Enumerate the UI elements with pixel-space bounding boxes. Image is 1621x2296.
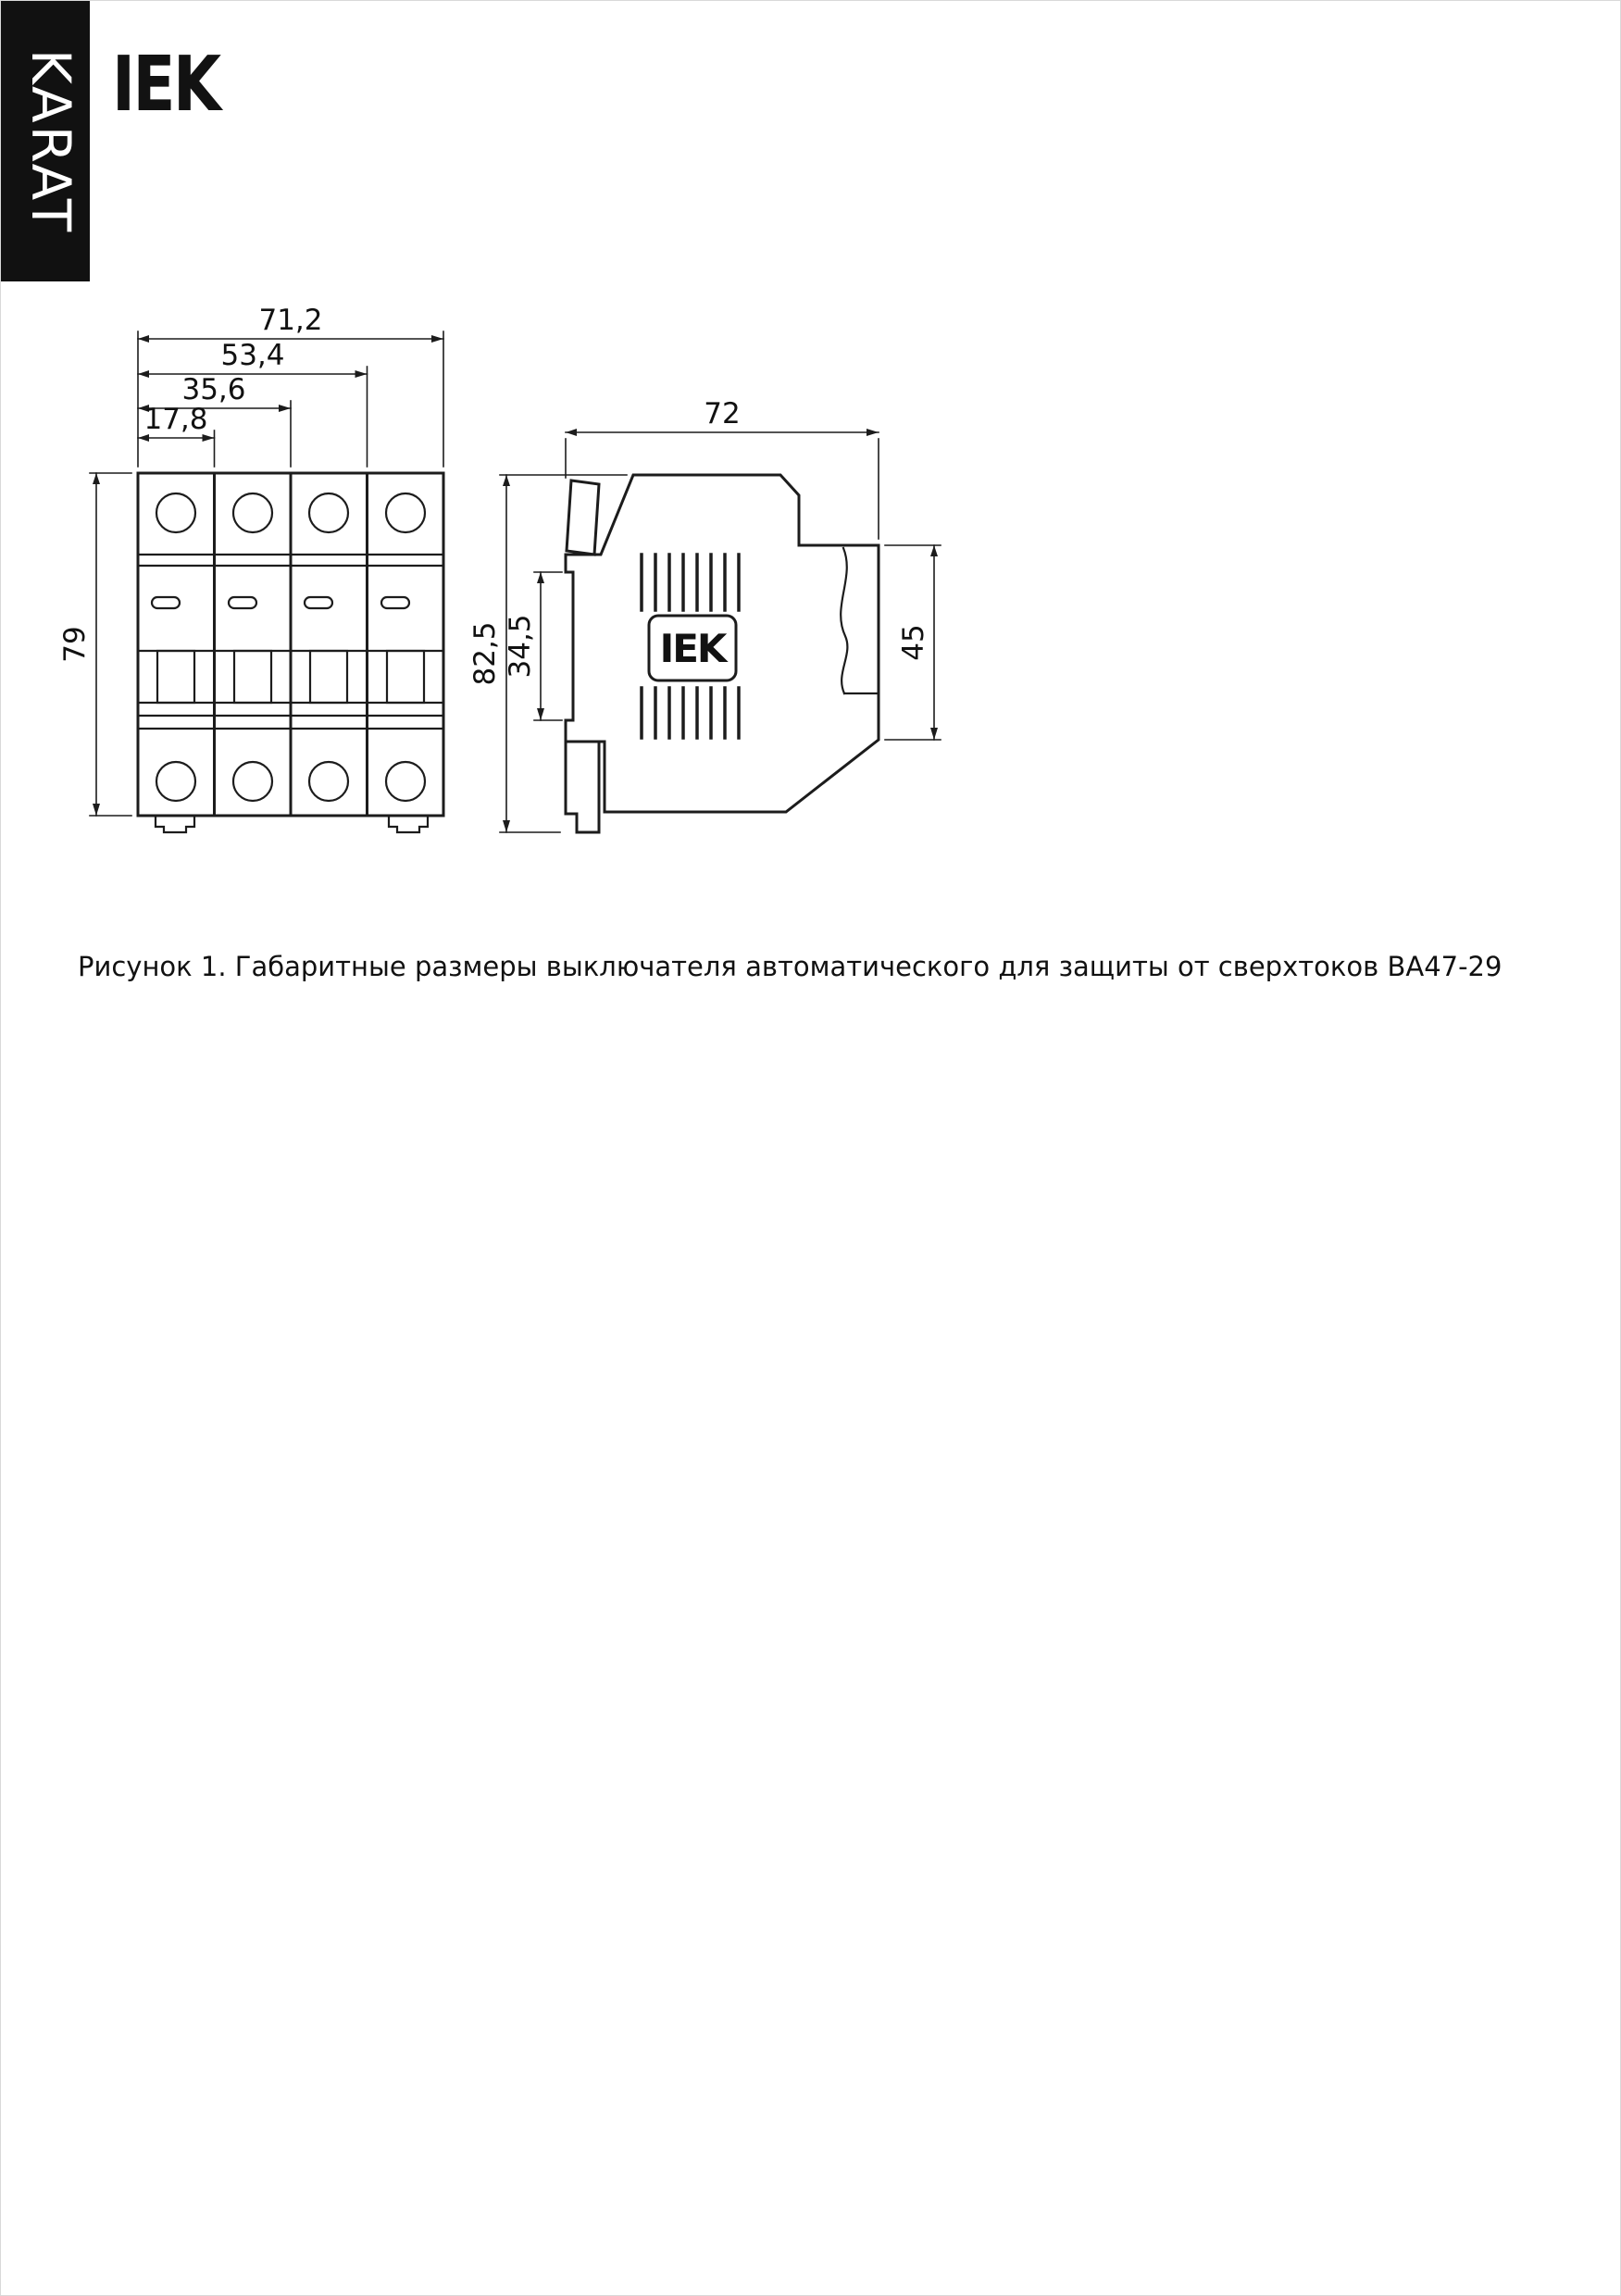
toggle-handle xyxy=(232,649,273,705)
dim-label-front-face-height: 45 xyxy=(897,624,930,660)
side-view-body xyxy=(564,473,880,834)
terminal-screw xyxy=(384,760,427,803)
side-view-ribs xyxy=(640,553,741,740)
dim-label-two-modules: 35,6 xyxy=(181,373,245,406)
side-view-dimensions xyxy=(499,429,941,833)
dim-label-front-height: 79 xyxy=(58,626,92,662)
side-view: IEK 72 82,5 34, xyxy=(468,397,941,834)
dim-label-three-modules: 53,4 xyxy=(220,339,284,372)
dim-label-side-height: 82,5 xyxy=(468,621,502,685)
front-view-dimensions xyxy=(89,331,444,817)
din-clip-left xyxy=(154,814,196,834)
terminal-screw xyxy=(384,492,427,534)
toggle-handle xyxy=(156,649,196,705)
dim-label-one-module: 17,8 xyxy=(143,403,207,436)
toggle-handle-side xyxy=(565,479,601,556)
iek-logo-side: IEK xyxy=(660,626,729,671)
figure-caption: Рисунок 1. Габаритные размеры выключател… xyxy=(78,951,1503,982)
dim-label-overall-width: 71,2 xyxy=(258,304,322,337)
iek-logo-text: IEK xyxy=(112,39,224,128)
toggle-handle xyxy=(385,649,426,705)
terminal-screw xyxy=(155,492,197,534)
terminal-screw xyxy=(155,760,197,803)
iek-logo-frame xyxy=(647,614,738,682)
front-view: 71,2 53,4 35,6 17,8 79 xyxy=(58,304,445,834)
side-view-break-line xyxy=(840,546,879,695)
din-clip-right xyxy=(387,814,430,834)
terminal-screw xyxy=(231,760,274,803)
side-profile xyxy=(564,473,880,814)
marking-window xyxy=(227,595,258,610)
terminal-screw xyxy=(231,492,274,534)
terminal-screw xyxy=(307,492,350,534)
dim-label-depth: 72 xyxy=(704,397,740,430)
banner-text: KARAT xyxy=(19,49,82,234)
karat-banner: KARAT xyxy=(1,1,90,281)
toggle-handle xyxy=(308,649,349,705)
terminal-screw xyxy=(307,760,350,803)
side-view-logo: IEK xyxy=(647,614,738,682)
iek-logo: IEK xyxy=(112,39,226,128)
marking-window xyxy=(150,595,181,610)
banner-background xyxy=(1,1,90,281)
marking-window xyxy=(303,595,334,610)
front-view-details xyxy=(136,492,445,834)
din-clip-side xyxy=(564,740,601,834)
dim-label-rail-seat: 34,5 xyxy=(504,614,537,678)
front-view-body xyxy=(136,471,445,817)
marking-window xyxy=(380,595,411,610)
